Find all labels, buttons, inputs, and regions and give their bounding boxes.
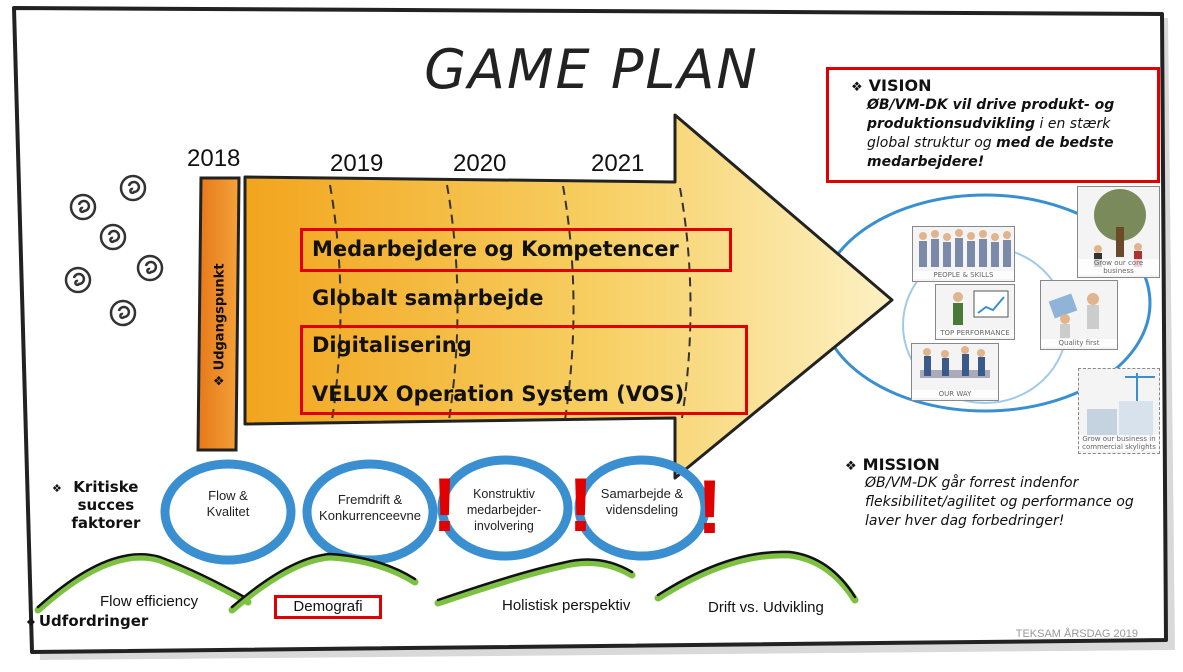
mission-block: ❖ MISSION ØB/VM-DK går forrest indenfor f…	[845, 455, 1145, 531]
people-illustration	[919, 229, 1011, 267]
csf-ring-1	[160, 459, 296, 565]
csf-fremdrift: Fremdrift & Konkurrenceevne	[319, 492, 421, 523]
challenge-drift-udvikling: Drift vs. Udvikling	[708, 599, 824, 616]
building-illustration	[1087, 373, 1155, 439]
page-title: GAME PLAN	[424, 38, 759, 101]
photo-people-skills: PEOPLE & SKILLS	[912, 226, 1015, 282]
bullet-icon: ❖	[845, 459, 857, 474]
photo-quality-first: Quality first	[1040, 280, 1118, 350]
vision-body: ØB/VM-DK vil drive produkt- og produktio…	[867, 97, 1115, 170]
csf-samarbejde: Samarbejde & vidensdeling	[600, 486, 684, 517]
csf-ring-3	[437, 455, 573, 561]
exclamation-mark-1: !	[432, 463, 458, 548]
year-2019: 2019	[330, 150, 384, 177]
challenges-label: ❖Udfordringer	[26, 612, 149, 630]
bullet-icon: ❖	[851, 79, 863, 94]
quality-illustration	[1048, 293, 1099, 338]
year-2020: 2020	[453, 150, 507, 177]
arrow-item-digitalisering: Digitalisering	[312, 333, 472, 357]
year-2018: 2018	[187, 145, 241, 172]
mission-heading: MISSION	[862, 455, 940, 474]
vision-heading: VISION	[868, 76, 932, 95]
start-label: ❖ Udgangspunkt	[212, 263, 228, 387]
csf-ring-4	[574, 455, 710, 561]
start-bar	[196, 176, 241, 452]
footer-text: TEKSAM ÅRSDAG 2019	[1015, 628, 1138, 640]
year-2021: 2021	[591, 150, 645, 177]
mission-body: ØB/VM-DK går forrest indenfor fleksibili…	[865, 475, 1134, 529]
arrow-item-globalt: Globalt samarbejde	[312, 286, 544, 310]
challenge-flow-efficiency: Flow efficiency	[100, 593, 199, 610]
photo-core-business: Grow our core business	[1077, 186, 1160, 278]
team-illustration	[920, 346, 990, 378]
csf-flow-kvalitet: Flow & Kvalitet	[206, 488, 250, 519]
photo-commercial-skylights: Grow our business in commercial skylight…	[1078, 368, 1160, 454]
presentation-illustration	[953, 290, 1009, 325]
exclamation-mark-2: !	[568, 463, 594, 548]
highlight-box-1	[300, 228, 732, 272]
arrow-item-vos: VELUX Operation System (VOS)	[312, 382, 685, 406]
photo-top-performance: TOP PERFORMANCE	[935, 284, 1015, 340]
bullet-icon: ❖	[26, 616, 36, 629]
vision-box: ❖ VISION ØB/VM-DK vil drive produkt- og p…	[826, 67, 1160, 183]
bullet-icon: ❖	[52, 482, 62, 495]
challenge-hills	[34, 550, 859, 614]
photo-our-way: OUR WAY	[911, 343, 999, 401]
exclamation-mark-3: !	[697, 465, 723, 550]
arrow-item-medarbejdere: Medarbejdere og Kompetencer	[312, 237, 679, 261]
highlight-box-2	[300, 325, 748, 415]
bullet-icon: ❖	[212, 374, 228, 387]
spiral-icons	[64, 174, 164, 327]
csf-label: ❖ Kritiske succes faktorer	[52, 478, 141, 532]
challenge-demografi: Demografi	[274, 595, 382, 619]
divider-end	[679, 187, 692, 419]
challenge-holistisk: Holistisk perspektiv	[502, 597, 631, 614]
csf-konstruktiv: Konstruktiv medarbejder-involvering	[466, 487, 542, 533]
timeline-arrow	[243, 113, 894, 480]
